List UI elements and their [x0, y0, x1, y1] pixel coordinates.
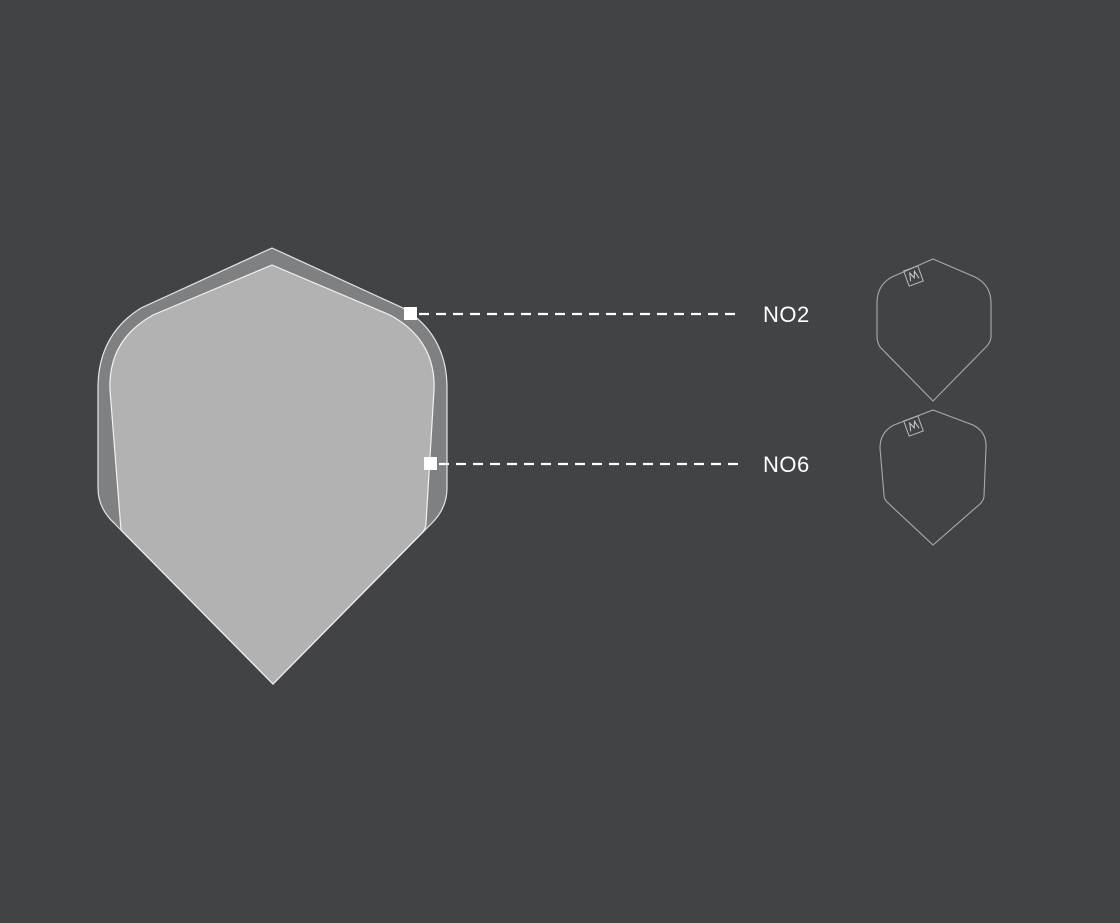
callout-no6-marker: [424, 457, 437, 470]
small-flight-outline-no2: [876, 258, 992, 402]
small-flight-no2-shape: [876, 258, 992, 402]
callout-no2-marker: [404, 307, 417, 320]
callout-no6: NO6: [424, 452, 810, 477]
inner-flight-shape-no6: [109, 264, 435, 685]
small-flight-outline-no6: [879, 409, 987, 546]
large-flight-overlay: [97, 247, 448, 685]
callout-no6-label: NO6: [763, 452, 810, 477]
callout-no2: NO2: [404, 302, 810, 327]
small-flight-no6-logo-icon: [903, 415, 924, 437]
callout-no2-label: NO2: [763, 302, 810, 327]
small-flight-no6-shape: [879, 409, 987, 546]
small-flight-no2-logo-icon: [903, 265, 924, 287]
